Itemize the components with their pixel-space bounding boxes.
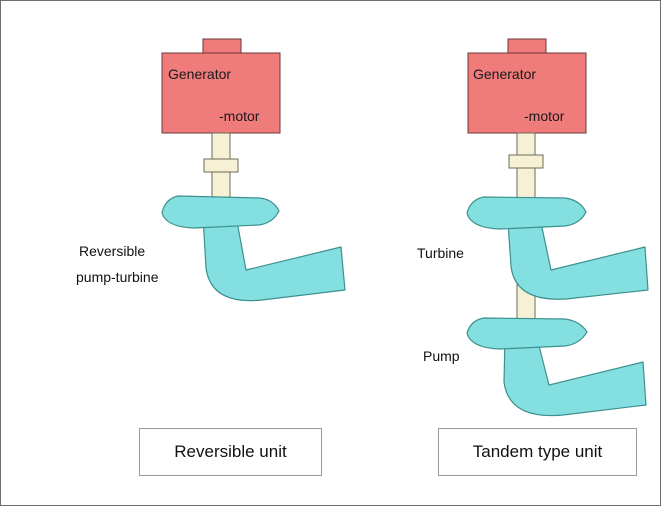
pump-spiral-case [466,317,588,350]
generator-label-line2: -motor [524,108,565,124]
turbine-draft-tube [507,222,649,300]
generator-motor-box [467,52,587,134]
pump-label: Pump [423,348,460,364]
pump-turbine-spiral-case [161,195,280,229]
shaft-upper [516,132,536,156]
generator-label-line2: -motor [219,108,260,124]
generator-cap [507,38,547,54]
reversible-pump-turbine-label-line1: Reversible [79,243,146,259]
generator-motor-box [161,52,281,134]
turbine-spiral-case [466,196,587,230]
shaft-coupling [508,154,544,169]
tandem-unit [466,38,649,417]
shaft-upper [211,132,231,160]
generator-label-line1: Generator [473,66,537,82]
tandem-unit-caption: Tandem type unit [438,428,637,476]
pump-draft-tube [503,337,647,417]
generator-label-line1: Generator [168,66,232,82]
pump-turbine-draft-tube [202,215,346,302]
generator-cap [202,38,242,54]
reversible-unit [161,38,346,302]
turbine-label: Turbine [417,245,464,261]
reversible-unit-caption: Reversible unit [139,428,322,476]
shaft-coupling [203,158,239,173]
reversible-pump-turbine-label-line2: pump-turbine [76,269,159,285]
